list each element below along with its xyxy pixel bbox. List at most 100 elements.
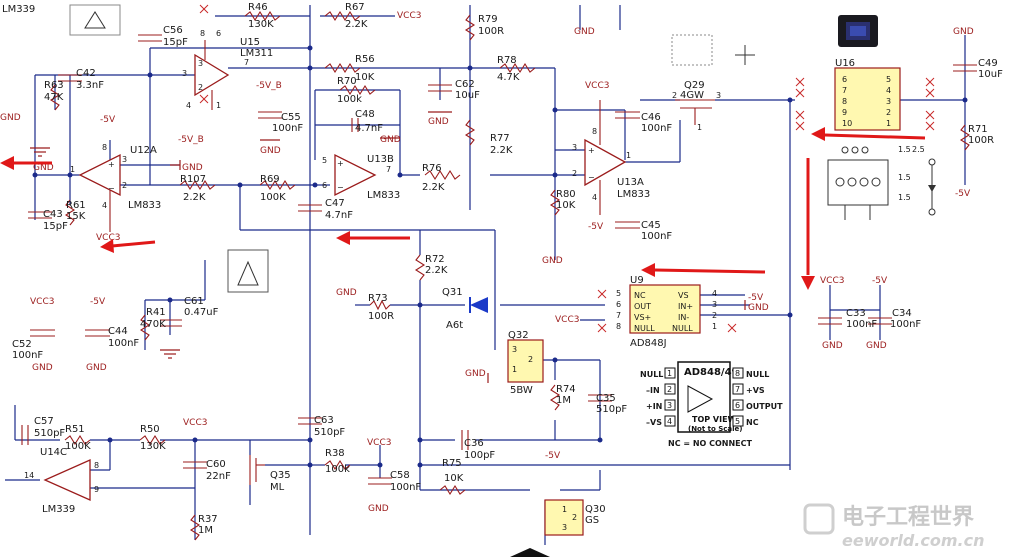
pwr-gnd-14: GND <box>368 504 389 514</box>
c61-value: 0.47uF <box>184 307 219 318</box>
pwr-neg-6: -5V <box>955 189 971 199</box>
transistor-q29[interactable]: 2 3 1 Q29 4GW <box>672 80 721 132</box>
u9-right-num-2: 3 <box>712 300 717 309</box>
opamp-u13b[interactable]: + − 5 6 7 U13B LM833 <box>322 153 400 201</box>
arrow-left-4 <box>641 263 766 277</box>
opamp-u12a[interactable]: + − 3 2 1 8 4 U12A LM833 <box>70 143 161 232</box>
pinout-right-num-1: 8 <box>735 369 740 378</box>
c55-value: 100nF <box>272 123 303 134</box>
chip-u16[interactable]: U16 6 7 8 9 10 5 4 3 2 1 <box>834 58 901 131</box>
u13b-part: LM833 <box>367 190 400 201</box>
q31-value: A6t <box>446 320 463 331</box>
svg-text:+: + <box>108 160 115 169</box>
c35-value: 510pF <box>596 404 627 415</box>
transistor-q32[interactable]: 3 2 1 Q32 5BW <box>507 330 544 396</box>
c47-value: 4.7nF <box>325 210 353 221</box>
c45-ref: C45 <box>641 220 661 231</box>
arrow-left-3 <box>336 231 410 245</box>
u16-ref: U16 <box>835 58 855 69</box>
c58-ref: C58 <box>390 470 410 481</box>
pwr-gnd-15: GND <box>953 27 974 37</box>
transistor-q35[interactable]: Q35 ML <box>249 455 291 493</box>
pwr-vcc-2: VCC3 <box>585 81 609 91</box>
transistor-q30[interactable]: 1 3 2 Q30 GS <box>544 499 606 536</box>
svg-text:2: 2 <box>572 169 577 178</box>
pinout-top-view: TOP VIEW <box>692 415 737 424</box>
u9-left-num-4: 8 <box>616 322 621 331</box>
svg-text:7: 7 <box>244 58 249 67</box>
r71-value: 100R <box>968 135 994 146</box>
pinout-left-labels: NULL –IN +IN –VS <box>640 370 663 427</box>
c61-ref: C61 <box>184 296 204 307</box>
u12a-ref: U12A <box>130 145 157 156</box>
c46-ref: C46 <box>641 112 661 123</box>
r51-value: 100K <box>65 441 91 452</box>
junctions <box>32 45 968 468</box>
c52-value: 100nF <box>12 350 43 361</box>
u14c-ref: U14C <box>40 447 67 458</box>
svg-text:3: 3 <box>716 91 721 100</box>
pwr-vcc-8: VCC3 <box>820 276 844 286</box>
c52-ref: C52 <box>12 339 32 350</box>
c42-ref: C42 <box>76 68 96 79</box>
c62-value: 10uF <box>455 90 480 101</box>
opamp-u13a[interactable]: + − 3 2 1 8 4 U13A LM833 <box>572 100 650 215</box>
svg-text:3: 3 <box>198 59 203 68</box>
u9-right-pin-3: IN- <box>678 313 689 322</box>
pwr-neg-b-1: -5V_B <box>256 81 282 91</box>
u9-ref: U9 <box>630 275 644 286</box>
svg-text:4: 4 <box>102 201 107 210</box>
svg-text:−: − <box>588 173 595 182</box>
u12a-part: LM833 <box>128 200 161 211</box>
pwr-gnd-13: GND <box>86 363 107 373</box>
pwr-gnd-9: GND <box>336 288 357 298</box>
dim-3: 1.5 <box>898 173 911 182</box>
svg-text:6: 6 <box>322 181 327 190</box>
diode-q31[interactable]: Q31 A6t <box>442 287 488 331</box>
r46-ref: R46 <box>248 2 268 13</box>
pinout-right-num-3: 6 <box>735 401 740 410</box>
pwr-gnd-3: GND <box>260 146 281 156</box>
pinout-left-label-3: +IN <box>646 402 662 411</box>
c36-value: 100pF <box>464 450 495 461</box>
opamp-u15[interactable]: 3 2 7 3 8 4 6 1 U15 LM311 <box>182 29 273 110</box>
r73-value: 100R <box>368 311 394 322</box>
r76-value: 2.2K <box>422 182 445 193</box>
pinout-right-label-1: NULL <box>746 370 769 379</box>
c36-ref: C36 <box>464 438 484 449</box>
r79-ref: R79 <box>478 14 498 25</box>
dim-1: 1.5 <box>898 145 911 154</box>
r61-value: 15K <box>66 211 86 222</box>
u16-left-num-5: 10 <box>842 119 852 128</box>
mini-symbol-topleft <box>69 4 121 36</box>
c47-ref: C47 <box>325 198 345 209</box>
svg-text:2: 2 <box>672 91 677 100</box>
arrow-down-1 <box>801 158 815 290</box>
pinout-right-num-4: 5 <box>735 417 740 426</box>
svg-text:1: 1 <box>626 151 631 160</box>
svg-text:1: 1 <box>562 505 567 514</box>
svg-text:1: 1 <box>512 365 517 374</box>
u16-left-num-1: 6 <box>842 75 847 84</box>
no-connect-marks <box>199 4 935 333</box>
opamp-u14c[interactable]: 8 9 14 U14C LM339 <box>24 447 99 515</box>
svg-text:8: 8 <box>102 143 107 152</box>
r63-ref: R63 <box>44 80 64 91</box>
annotation-arrows <box>0 127 926 290</box>
u16-left-num-4: 9 <box>842 108 847 117</box>
pwr-gnd-5: GND <box>428 117 449 127</box>
mini-symbol-top <box>671 34 755 66</box>
c55-ref: C55 <box>281 112 301 123</box>
u16-left-num-3: 8 <box>842 97 847 106</box>
u16-right-num-2: 4 <box>886 86 891 95</box>
pinout-title: AD848/49 <box>684 367 739 378</box>
u-top-left-part: LM339 <box>2 4 35 15</box>
chip-u9[interactable]: U9 AD848J NC OUT VS+ NULL 5 6 7 8 VS IN+… <box>616 275 717 349</box>
svg-text:5: 5 <box>322 156 327 165</box>
c33-ref: C33 <box>846 308 866 319</box>
r67-ref: R67 <box>345 2 365 13</box>
r72-value: 2.2K <box>425 265 448 276</box>
u13b-ref: U13B <box>367 154 394 165</box>
watermark-en: eeworld.com.cn <box>842 531 984 550</box>
